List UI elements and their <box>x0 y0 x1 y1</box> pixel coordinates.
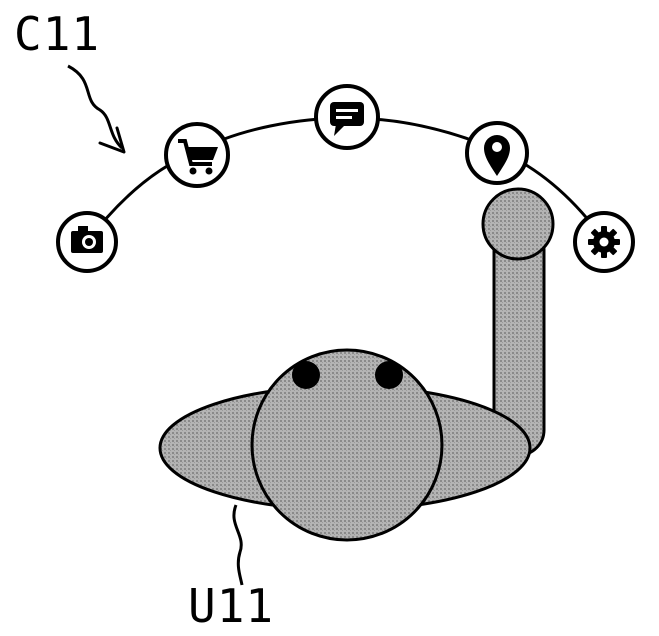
menu-item-location[interactable] <box>465 121 529 185</box>
menu-item-settings[interactable] <box>573 211 635 273</box>
chat-bubble-icon <box>330 102 364 136</box>
user-hand <box>481 187 555 261</box>
cart-icon <box>178 139 218 175</box>
menu-item-cart[interactable] <box>164 122 230 188</box>
menu-item-camera[interactable] <box>56 211 118 273</box>
menu-leader-arrow <box>67 64 126 154</box>
location-pin-icon <box>484 135 510 176</box>
user-figure <box>158 187 555 542</box>
user-ear-right <box>375 361 403 389</box>
user-leader-line <box>232 504 244 586</box>
menu-reference-label: C11 <box>14 7 100 61</box>
user-head <box>250 348 444 542</box>
gear-icon <box>588 226 620 258</box>
user-ear-left <box>292 361 320 389</box>
user-reference-label: U11 <box>188 579 274 633</box>
camera-icon <box>71 226 103 253</box>
menu-item-chat[interactable] <box>314 84 380 150</box>
